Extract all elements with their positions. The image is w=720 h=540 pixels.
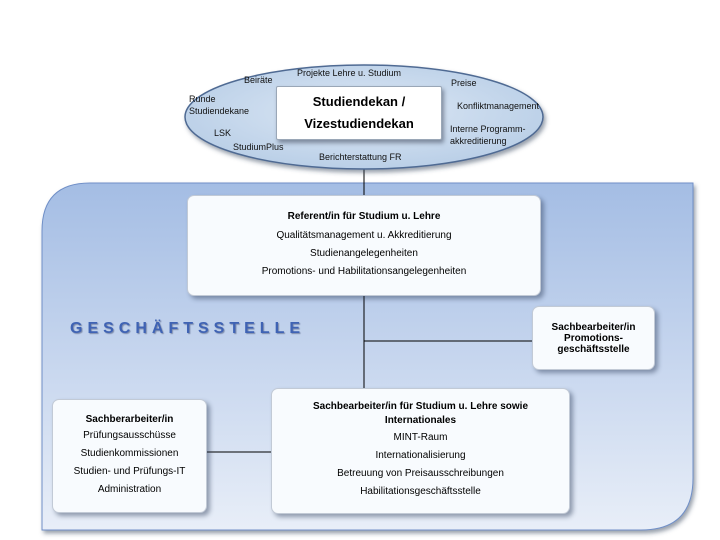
sachbearbeiter-international-card: Sachbearbeiter/in für Studium u. Lehre s… [271,388,570,514]
label-studiumplus: StudiumPlus [233,142,284,152]
sachbearbeiter-international-line: Betreuung von Preisausschreibungen [337,468,504,479]
label-interne-line2: akkreditierung [450,136,507,146]
label-projekte-lehre: Projekte Lehre u. Studium [297,68,402,78]
geschaeftsstelle-title: GESCHÄFTSSTELLE [70,320,306,337]
sachbearbeiter-links-title: Sachberarbeiter/in [85,413,174,425]
promotion-title-line: geschäftsstelle [557,343,630,355]
label-lsk: LSK [214,128,232,138]
sachbearbeiter-international-title-line: Sachbearbeiter/in für Studium u. Lehre s… [312,401,529,412]
sachbearbeiter-international-line: Internationalisierung [375,450,466,461]
sachbearbeiter-links-line: Studienkommissionen [80,447,179,459]
referent-card: Referent/in für Studium u. Lehre Qualitä… [187,195,541,296]
studiendekan-title-line2: Vizestudiendekan [304,116,414,131]
sachbearbeiter-links-line: Prüfungsausschüsse [83,429,176,441]
studiendekan-title-line1: Studiendekan / [312,94,406,109]
sachbearbeiter-links-line: Studien- und Prüfungs-IT [73,465,186,477]
label-konfliktmanagement: Konfliktmanagement [457,101,540,111]
sachbearbeiter-international-line: MINT-Raum [393,432,448,443]
label-runde-line2: Studiendekane [189,106,250,116]
sachbearbeiter-links-card: Sachberarbeiter/in Prüfungsausschüsse St… [52,399,207,513]
referent-line: Promotions- und Habilitationsangelegenhe… [261,265,467,277]
studiendekan-box: Studiendekan / Vizestudiendekan [276,86,442,140]
sachbearbeiter-links-line: Administration [97,483,162,495]
sachbearbeiter-international-line: Habilitationsgeschäftsstelle [360,486,481,497]
label-runde-line1: Runde [189,94,216,104]
label-berichterstattung: Berichterstattung FR [319,152,402,162]
sachbearbeiter-international-title-line: Internationales [384,415,457,426]
referent-line: Studienangelegenheiten [310,247,418,259]
promotion-title-line: Promotions- [564,332,623,344]
promotion-card: Sachbearbeiter/in Promotions- geschäftss… [532,306,655,370]
label-preise: Preise [451,78,477,88]
promotion-title-line: Sachbearbeiter/in [551,321,636,333]
label-interne-line1: Interne Programm- [450,124,526,134]
referent-title: Referent/in für Studium u. Lehre [287,210,441,222]
label-beiraete: Beiräte [244,75,273,85]
referent-line: Qualitätsmanagement u. Akkreditierung [276,229,452,241]
